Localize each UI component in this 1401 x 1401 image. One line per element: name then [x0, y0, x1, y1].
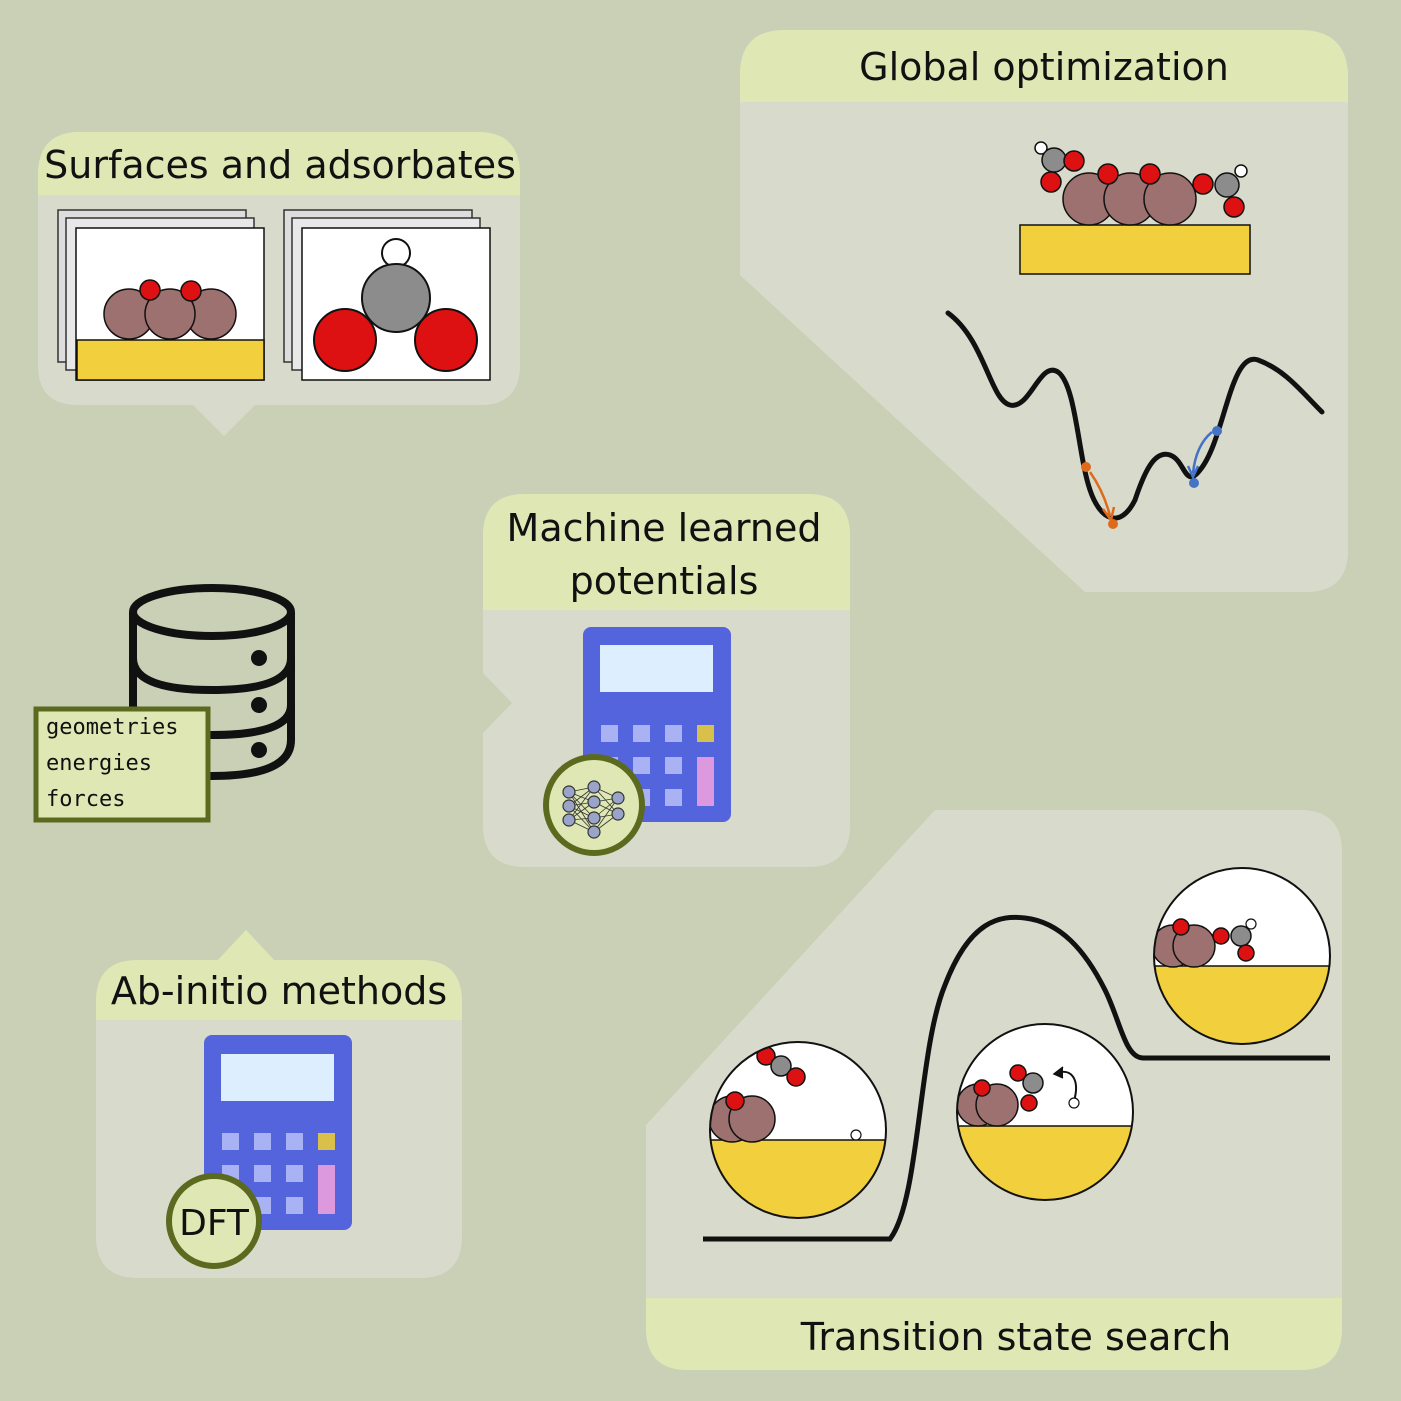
surfaces-panel-title: Surfaces and adsorbates [44, 143, 516, 187]
ml-potentials-title-line2: potentials [570, 559, 759, 603]
intermediate-state-snapshot [956, 1023, 1134, 1201]
transition-state-title: Transition state search [800, 1315, 1231, 1359]
neural-network-icon [543, 754, 645, 856]
global-optimization-panel: Global optimization [740, 30, 1348, 592]
ml-potentials-panel: Machine learned potentials [483, 494, 850, 867]
ml-potentials-title-line1: Machine learned [507, 506, 822, 550]
energy-landscape [945, 310, 1325, 529]
label-energies: energies [46, 751, 152, 776]
label-geometries: geometries [46, 715, 178, 740]
label-forces: forces [46, 787, 125, 812]
surfaces-panel: Surfaces and adsorbates [38, 132, 520, 436]
optimized-structure [1019, 141, 1251, 275]
final-state-snapshot [1153, 867, 1331, 1045]
ab-initio-panel: Ab-initio methods DFT [96, 930, 462, 1278]
transition-state-panel: Transition state search [646, 810, 1342, 1370]
slab-structure-stack [57, 209, 265, 381]
dft-badge: DFT [166, 1173, 262, 1269]
ab-initio-title: Ab-initio methods [111, 969, 447, 1013]
adsorbate-structure-stack [283, 209, 491, 381]
database-labels-box: geometries energies forces [33, 706, 211, 823]
global-optimization-title: Global optimization [859, 45, 1229, 89]
reaction-energy-profile [703, 914, 1330, 1242]
dft-badge-label: DFT [179, 1203, 250, 1244]
